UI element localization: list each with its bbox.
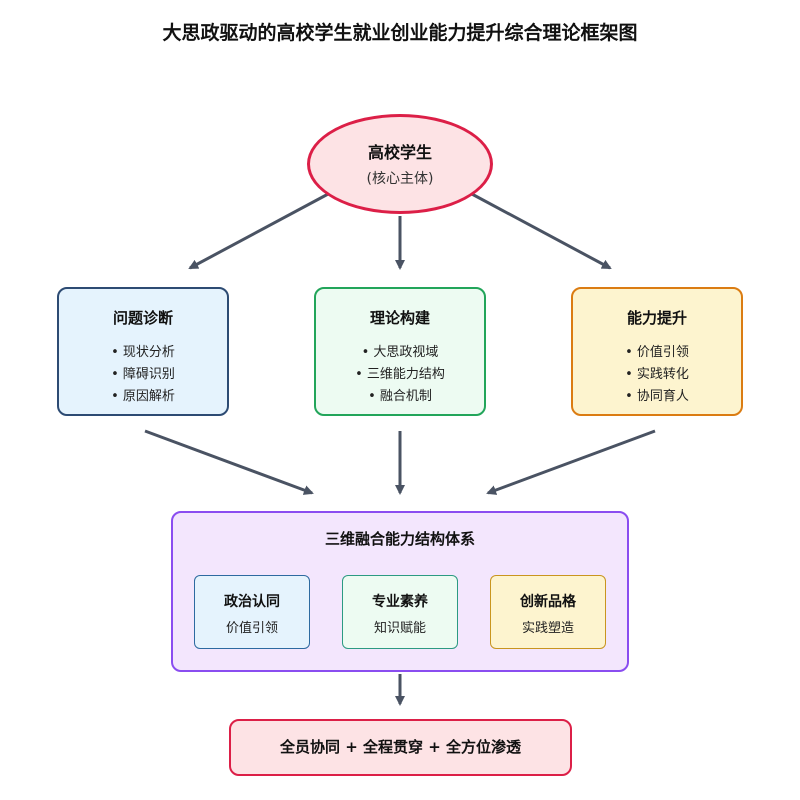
arrow-core-to-ability (469, 191, 612, 270)
dimension-name: 政治认同 (224, 594, 280, 610)
dimension-desc: 知识赋能 (373, 621, 426, 636)
card-title: 理论构建 (369, 309, 430, 327)
card-item: • 原因解析 (111, 389, 175, 404)
card-ability-improvement: 能力提升 • 价值引领 • 实践转化 • 协同育人 (571, 287, 743, 416)
arrow-ability-to-system (486, 429, 656, 495)
card-theory-construction: 理论构建 • 大思政视域 • 三维能力结构 • 融合机制 (314, 287, 486, 416)
card-item: • 融合机制 (368, 389, 432, 404)
card-title: 能力提升 (626, 309, 687, 327)
card-item: • 现状分析 (111, 345, 175, 360)
arrow-diagnosis-to-system (144, 429, 314, 495)
system-title: 三维融合能力结构体系 (324, 530, 475, 548)
dimension-name: 创新品格 (520, 594, 576, 610)
collaboration-banner: 全员协同 + 全程贯穿 + 全方位渗透 (229, 719, 572, 776)
card-item: • 障碍识别 (111, 367, 175, 382)
card-problem-diagnosis: 问题诊断 • 现状分析 • 障碍识别 • 原因解析 (57, 287, 229, 416)
card-title: 问题诊断 (112, 309, 173, 327)
dimension-professional-quality: 专业素养 知识赋能 (342, 575, 458, 649)
dimension-political-identity: 政治认同 价值引领 (194, 575, 310, 649)
arrow-core-to-diagnosis (188, 191, 331, 270)
dimension-name: 专业素养 (372, 594, 428, 610)
diagram-title: 大思政驱动的高校学生就业创业能力提升综合理论框架图 (162, 22, 638, 44)
dimension-innovative-character: 创新品格 实践塑造 (490, 575, 606, 649)
dimension-desc: 价值引领 (225, 621, 278, 636)
core-note: (核心主体) (366, 171, 434, 187)
card-item: • 价值引领 (625, 345, 689, 360)
core-ellipse: 高校学生 (核心主体) (307, 114, 493, 214)
core-name: 高校学生 (367, 143, 432, 162)
card-item: • 三维能力结构 (355, 367, 445, 382)
card-item: • 实践转化 (625, 367, 689, 382)
dimension-desc: 实践塑造 (521, 621, 574, 636)
card-item: • 协同育人 (625, 389, 689, 404)
card-item: • 大思政视域 (361, 345, 439, 360)
